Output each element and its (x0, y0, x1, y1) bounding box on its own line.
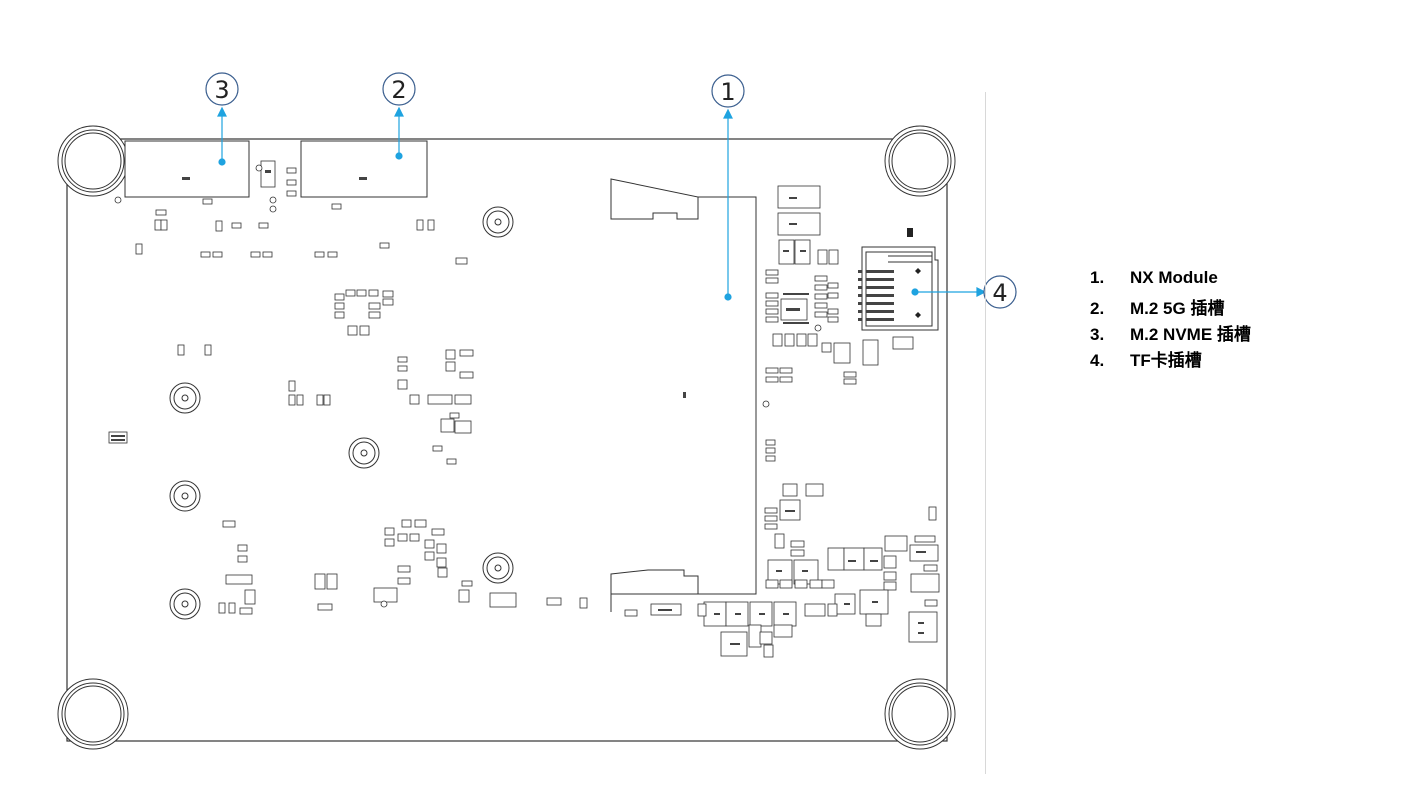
callout-4-label: 4 (992, 279, 1007, 307)
tf-card-marks (907, 228, 921, 318)
legend-item-m2-nvme-slot: 3. M.2 NVME 插槽 (1090, 320, 1251, 346)
tf-card-pins (858, 270, 894, 321)
legend-item-label: NX Module (1130, 268, 1218, 287)
round-test-points (114, 164, 822, 608)
legend-item-number: 3. (1090, 325, 1105, 344)
legend-item-label: M.2 NVME 插槽 (1130, 325, 1251, 344)
silkscreen-blocks (111, 170, 926, 645)
legend-item-m2-5g-slot: 2. M.2 5G 插槽 (1090, 294, 1251, 320)
legend-item-number: 4. (1090, 351, 1105, 370)
m2-nvme-slot (124, 140, 250, 198)
legend-item-nx-module: 1. NX Module (1090, 268, 1251, 294)
nx-module-connector (610, 178, 757, 612)
legend-item-label: TF卡插槽 (1130, 351, 1202, 370)
callout-lines (217, 106, 987, 301)
legend-item-number: 1. (1090, 268, 1105, 287)
callout-3: 3 (205, 72, 239, 106)
mounting-hole-top-right (884, 125, 956, 197)
callout-1-label: 1 (720, 78, 735, 106)
legend-item-number: 2. (1090, 299, 1105, 318)
callout-2: 2 (382, 72, 416, 106)
divider-line (985, 92, 986, 774)
board-outline (66, 138, 948, 742)
standoff-holes (169, 206, 514, 620)
callout-3-label: 3 (214, 76, 229, 104)
callout-1: 1 (711, 74, 745, 108)
m2-5g-slot (300, 140, 428, 198)
callout-2-label: 2 (391, 76, 406, 104)
mounting-hole-bottom-left (57, 678, 129, 750)
mounting-hole-top-left (57, 125, 129, 197)
legend-item-tf-card-slot: 4. TF卡插槽 (1090, 346, 1251, 372)
callout-4: 4 (983, 275, 1017, 309)
legend-item-label: M.2 5G 插槽 (1130, 299, 1225, 318)
smd-components (108, 160, 940, 658)
legend-list: 1. NX Module 2. M.2 5G 插槽 3. M.2 NVME 插槽… (1090, 268, 1251, 372)
mounting-hole-bottom-right (884, 678, 956, 750)
